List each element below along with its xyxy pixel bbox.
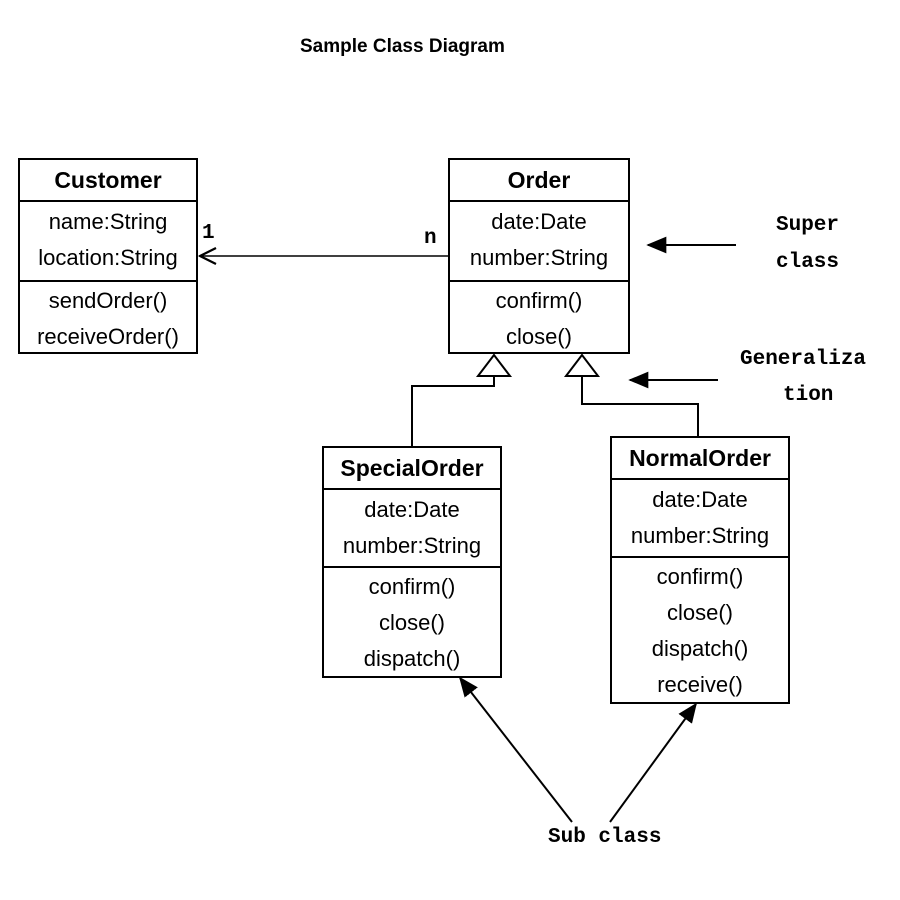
class-name: Order (450, 160, 628, 202)
class-operations: confirm() close() dispatch() receive() (612, 558, 788, 703)
attribute: number:String (630, 523, 770, 548)
super-class-label-line1: Super (776, 214, 840, 237)
class-operations: confirm() close() dispatch() (324, 568, 500, 677)
super-class-label-line2: class (776, 251, 840, 274)
attribute: location:String (38, 245, 178, 270)
class-attributes: date:Date number:String (324, 490, 500, 568)
attribute: name:String (48, 209, 168, 234)
operation: close() (378, 610, 445, 635)
class-name: NormalOrder (612, 438, 788, 480)
class-attributes: date:Date number:String (450, 202, 628, 282)
sub-class-label: Sub class (548, 826, 662, 849)
attribute: date:Date (652, 487, 748, 512)
class-attributes: name:String location:String (20, 202, 196, 282)
class-operations: sendOrder() receiveOrder() (20, 282, 196, 355)
multiplicity-order: n (424, 227, 437, 250)
class-special-order: SpecialOrder date:Date number:String con… (322, 446, 502, 678)
operation: confirm() (656, 564, 744, 589)
operation: confirm() (495, 288, 583, 313)
attribute: number:String (342, 533, 482, 558)
class-normal-order: NormalOrder date:Date number:String conf… (610, 436, 790, 704)
generalization-label-line1: Generaliza (740, 348, 867, 371)
attribute: date:Date (491, 209, 587, 234)
generalization-special-triangle (475, 353, 513, 377)
class-order: Order date:Date number:String confirm() … (448, 158, 630, 354)
operation: sendOrder() (48, 288, 168, 313)
attribute: number:String (469, 245, 609, 270)
sub-class-arrow-special (458, 676, 573, 823)
multiplicity-customer: 1 (202, 222, 215, 245)
operation: close() (666, 600, 733, 625)
class-name: SpecialOrder (324, 448, 500, 490)
class-name: Customer (20, 160, 196, 202)
sub-class-arrow-normal (609, 702, 697, 823)
operation: confirm() (368, 574, 456, 599)
operation: receiveOrder() (37, 324, 179, 349)
attribute: date:Date (364, 497, 460, 522)
operation: dispatch() (363, 646, 461, 671)
operation: receive() (657, 672, 743, 697)
class-operations: confirm() close() (450, 282, 628, 355)
generalization-normal-triangle (563, 353, 601, 377)
class-customer: Customer name:String location:String sen… (18, 158, 198, 354)
diagram-title: Sample Class Diagram (300, 36, 505, 57)
operation: dispatch() (651, 636, 749, 661)
generalization-label-line2: tion (783, 384, 834, 407)
operation: close() (505, 324, 572, 349)
generalization-normal-line (581, 376, 699, 436)
generalization-special-line (411, 376, 495, 446)
class-attributes: date:Date number:String (612, 480, 788, 558)
